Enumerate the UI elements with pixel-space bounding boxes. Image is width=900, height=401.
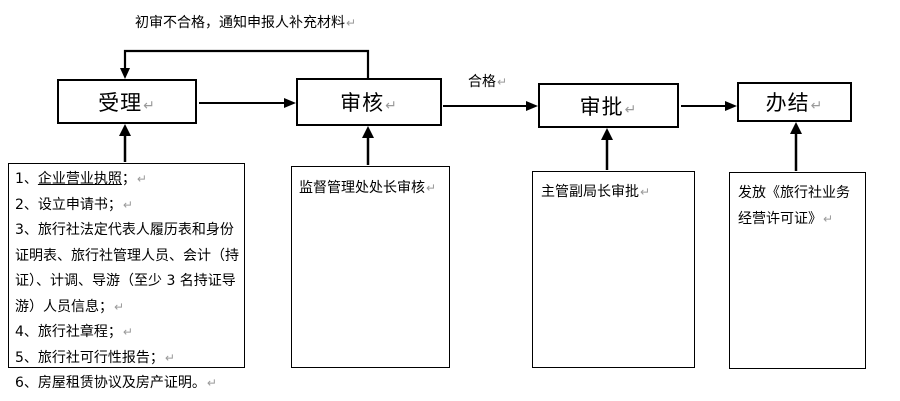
- material-item-3-text: 3、旅行社法定代表人履历表和身份证明表、旅行社管理人员、会计（持证）、计调、导游…: [15, 222, 239, 315]
- review-detail-text: 监督管理处处长审核: [299, 180, 425, 196]
- paragraph-mark: ↵: [810, 98, 824, 114]
- feedback-label: 初审不合格，通知申报人补充材料↵: [135, 15, 356, 32]
- flow-step-approval: 审批↵: [538, 83, 679, 128]
- paragraph-mark: ↵: [426, 181, 437, 195]
- approval-detail-box: 主管副局长审批↵: [532, 171, 695, 368]
- flow-step-label: 受理: [98, 90, 143, 115]
- flow-step-review: 审核↵: [296, 78, 442, 126]
- paragraph-mark: ↵: [122, 197, 133, 212]
- material-item-3: 3、旅行社法定代表人履历表和身份证明表、旅行社管理人员、会计（持证）、计调、导游…: [15, 218, 239, 320]
- paragraph-mark: ↵: [164, 350, 175, 365]
- paragraph-mark: ↵: [136, 172, 147, 186]
- material-item-1-prefix: 1、: [15, 171, 38, 187]
- material-item-4-text: 4、旅行社章程；: [15, 324, 122, 340]
- qualified-label: 合格↵: [468, 74, 507, 91]
- flow-step-label: 办结: [765, 91, 810, 115]
- material-item-5: 5、旅行社可行性报告；↵: [15, 346, 239, 372]
- review-detail-box: 监督管理处处长审核↵: [291, 166, 450, 368]
- material-item-4: 4、旅行社章程；↵: [15, 320, 239, 346]
- material-item-6-text: 6、房屋租赁协议及房产证明。: [15, 375, 206, 391]
- completion-detail-line2-text: 经营许可证》: [738, 211, 822, 227]
- material-item-2: 2、设立申请书；↵: [15, 193, 239, 219]
- paragraph-mark: ↵: [143, 97, 156, 114]
- paragraph-mark: ↵: [640, 185, 651, 199]
- paragraph-mark: ↵: [206, 376, 217, 390]
- flow-step-completion: 办结↵: [737, 82, 852, 122]
- completion-detail-line1: 发放《旅行社业务: [738, 180, 861, 206]
- flow-step-label: 审核: [340, 91, 385, 115]
- paragraph-mark: ↵: [385, 98, 398, 114]
- arrow-approvaldetail-to-approval: [601, 128, 613, 170]
- materials-list-box: 1、企业营业执照；↵ 2、设立申请书；↵ 3、旅行社法定代表人履历表和身份证明表…: [8, 163, 245, 391]
- arrow-reviewdetail-to-review: [362, 126, 374, 165]
- paragraph-mark: ↵: [624, 101, 638, 118]
- arrow-review-to-approval: [443, 101, 538, 111]
- flow-step-label: 审批: [579, 94, 624, 119]
- flow-step-accept: 受理↵: [57, 79, 197, 124]
- arrow-completiondetail-to-completion: [790, 122, 802, 171]
- paragraph-mark: ↵: [122, 325, 133, 339]
- material-item-1-suffix: ；: [121, 171, 136, 187]
- completion-detail-line1-text: 发放《旅行社业务: [738, 185, 850, 201]
- paragraph-mark: ↵: [497, 75, 508, 89]
- completion-detail-box: 发放《旅行社业务 经营许可证》↵: [729, 172, 866, 369]
- arrow-accept-to-review: [199, 98, 296, 108]
- material-item-2-text: 2、设立申请书；: [15, 196, 122, 213]
- arrow-approval-to-completion: [681, 101, 737, 111]
- material-item-1-underlined: 企业营业执照: [37, 171, 122, 187]
- paragraph-mark: ↵: [823, 212, 834, 226]
- qualified-label-text: 合格: [468, 74, 496, 90]
- material-item-5-text: 5、旅行社可行性报告；: [15, 349, 164, 366]
- material-item-6: 6、房屋租赁协议及房产证明。↵: [15, 371, 239, 397]
- paragraph-mark: ↵: [114, 299, 125, 314]
- feedback-arrow: [120, 49, 370, 79]
- approval-detail-text: 主管副局长审批: [541, 184, 639, 200]
- material-item-1: 1、企业营业执照；↵: [15, 167, 239, 193]
- paragraph-mark: ↵: [346, 16, 357, 30]
- feedback-label-text: 初审不合格，通知申报人补充材料: [135, 15, 345, 31]
- arrow-materials-to-accept: [119, 124, 131, 162]
- completion-detail-line2: 经营许可证》↵: [738, 206, 861, 232]
